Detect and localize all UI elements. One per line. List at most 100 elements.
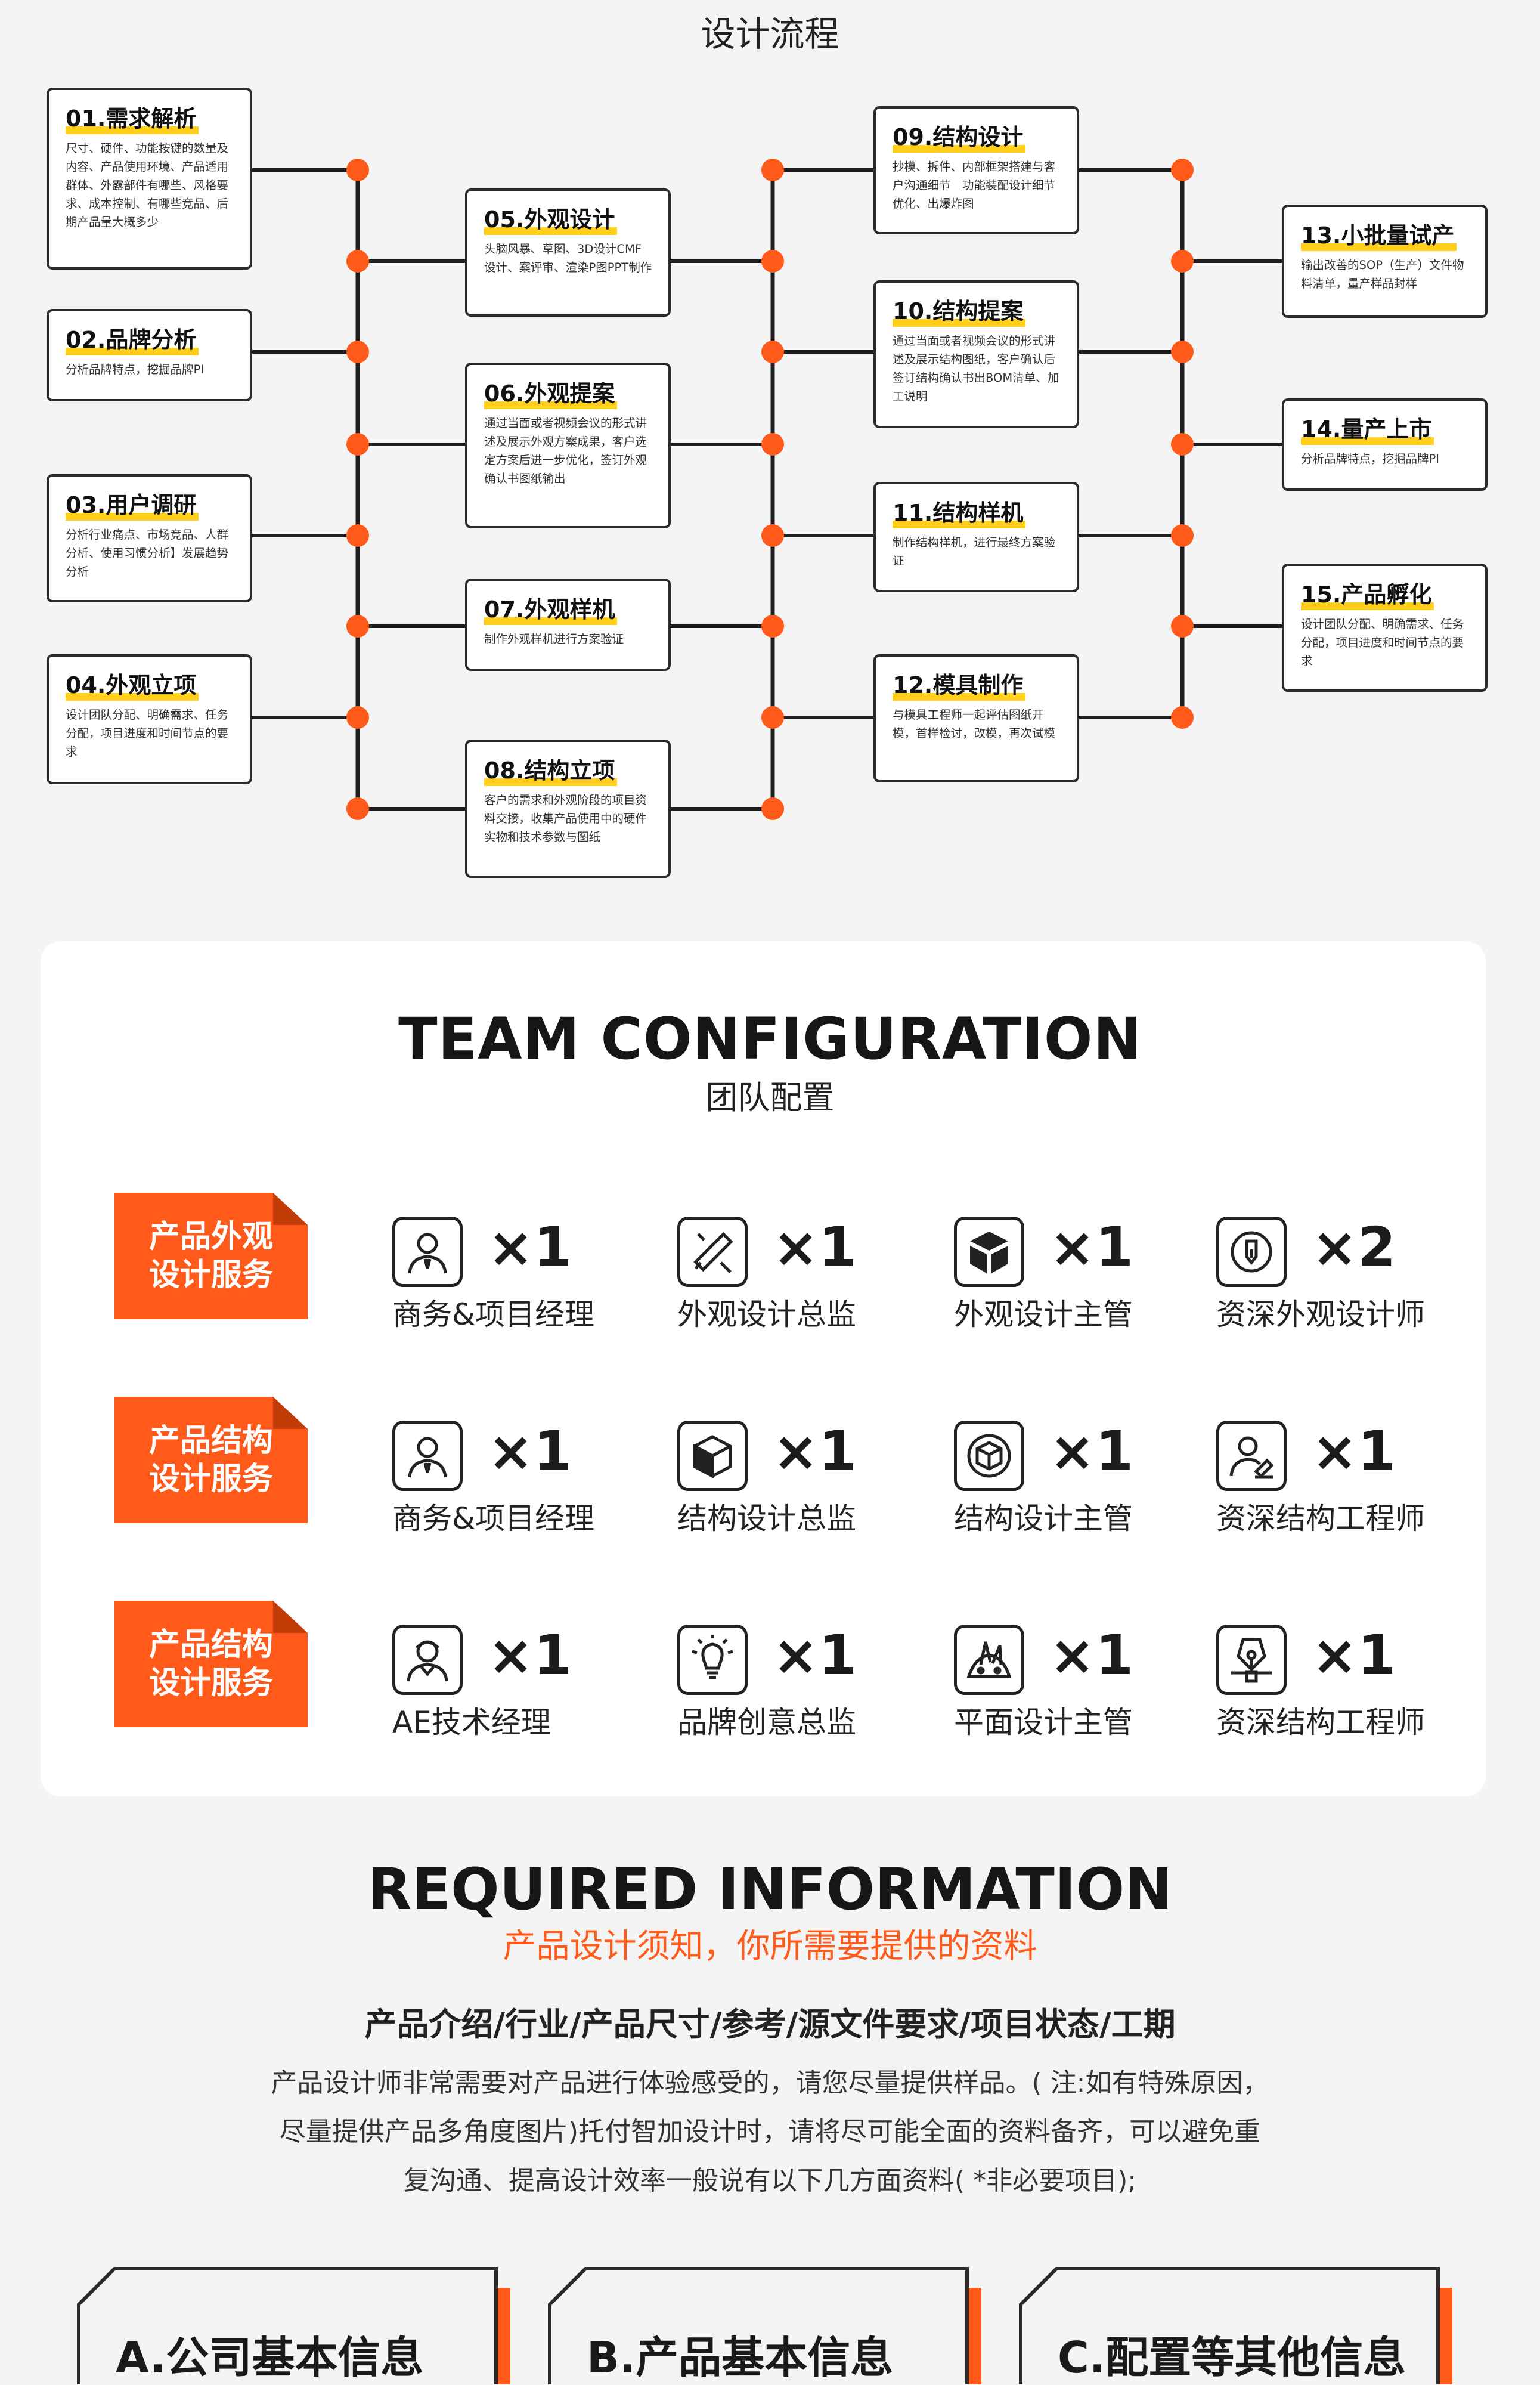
flow-step-desc: 分析行业痛点、市场竞品、人群分析、使用习惯分析】发展趋势分析 [66,528,229,579]
team-role: ×1 品牌创意总监 [677,1623,916,1744]
flow-step-card: 05.外观设计头脑风暴、草图、3D设计CMF设计、案评审、渲染P图PPT制作 [465,188,671,317]
flow-step-card: 08.结构立项客户的需求和外观阶段的项目资料交接，收集产品使用中的硬件实物和技术… [465,740,671,878]
flow-step-card: 09.结构设计抄模、拆件、内部框架搭建与客户沟通细节 功能装配设计细节优化、出爆… [873,106,1079,234]
role-count: ×1 [1312,1419,1396,1483]
info-tab-shape [548,2267,981,2384]
flow-step-desc: 设计团队分配、明确需求、任务分配，项目进度和时间节点的要求 [66,708,229,759]
info-tab-label: C.配置等其他信息 [1058,2333,1406,2383]
required-body-line: 尽量提供产品多角度图片)托付智加设计时，请将尽可能全面的资料备齐，可以避免重 [279,2117,1261,2147]
role-name: 结构设计总监 [677,1501,856,1536]
flow-node-dot [1171,615,1194,638]
flow-node-dot [346,250,369,273]
service-badge-label: 产品外观设计服务 [148,1219,273,1293]
flow-step-title: 14.量产上市 [1301,415,1434,445]
required-body-line: 产品设计师非常需要对产品进行体验感受的，请您尽量提供样品。( 注:如有特殊原因， [271,2068,1269,2098]
role-name: 外观设计主管 [954,1297,1133,1332]
flow-step-card: 03.用户调研分析行业痛点、市场竞品、人群分析、使用习惯分析】发展趋势分析 [47,474,252,602]
required-title-en: REQUIRED INFORMATION [367,1856,1173,1923]
info-category-tab[interactable]: C.配置等其他信息 [1018,2266,1454,2384]
flow-step-desc: 分析品牌特点，挖掘品牌PI [1301,452,1440,466]
flow-step-title: 03.用户调研 [66,491,199,521]
role-count: ×2 [1312,1215,1396,1279]
role-count: ×1 [773,1623,857,1687]
flow-node-dot [761,250,784,273]
info-tab-shape [1019,2267,1452,2384]
flow-step-title: 09.结构设计 [893,123,1026,153]
team-title-en: TEAM CONFIGURATION [398,1006,1142,1072]
palette-icon [954,1625,1024,1695]
flow-step-title: 06.外观提案 [484,379,618,409]
service-badge: 产品结构设计服务 [114,1397,308,1523]
flow-step-card: 06.外观提案通过当面或者视频会议的形式讲述及展示外观方案成果，客户选定方案后进… [465,363,671,528]
required-body-line: 复沟通、提高设计效率一般说有以下几方面资料( *非必要项目); [403,2166,1137,2196]
flow-step-card: 10.结构提案通过当面或者视频会议的形式讲述及展示结构图纸，客户确认后签订结构确… [873,280,1079,428]
pen-tool-icon [1216,1217,1287,1287]
flow-node-dot [1171,433,1194,456]
flow-step-desc: 通过当面或者视频会议的形式讲述及展示外观方案成果，客户选定方案后进一步优化，签订… [484,416,647,485]
info-category-tab[interactable]: B.产品基本信息 [547,2266,983,2384]
flow-node-dot [761,797,784,820]
info-tab-label: B.产品基本信息 [587,2333,894,2383]
flow-step-title: 10.结构提案 [893,297,1026,327]
flow-node-dot [761,706,784,729]
flow-step-card: 07.外观样机制作外观样机进行方案验证 [465,579,671,671]
info-tab-label: A.公司基本信息 [116,2333,424,2383]
team-role: ×1 平面设计主管 [954,1623,1192,1744]
flow-node-dot [761,615,784,638]
info-category-tab[interactable]: A.公司基本信息 [76,2266,512,2384]
role-name: 品牌创意总监 [677,1705,856,1740]
team-role: ×1 结构设计总监 [677,1419,916,1540]
flow-connector-lines [252,159,1282,820]
flow-node-dot [346,706,369,729]
flow-step-card: 02.品牌分析分析品牌特点，挖掘品牌PI [47,309,252,401]
lightbulb-icon [677,1625,748,1695]
required-items-line: 产品介绍/行业/产品尺寸/参考/源文件要求/项目状态/工期 [364,2006,1176,2043]
ruler-pencil-icon [677,1217,748,1287]
flow-step-title: 08.结构立项 [484,756,618,786]
team-title-cn: 团队配置 [705,1079,835,1116]
flow-node-dot [761,159,784,181]
flow-node-dot [761,433,784,456]
technician-icon [392,1625,463,1695]
flow-step-card: 13.小批量试产输出改善的SOP（生产）文件物料清单，量产样品封样 [1282,205,1488,318]
service-badge-label: 产品结构设计服务 [148,1423,273,1497]
role-count: ×1 [1049,1623,1134,1687]
flow-node-dot [346,159,369,181]
flow-step-title: 04.外观立项 [66,671,199,701]
manager-icon [392,1217,463,1287]
flow-step-desc: 与模具工程师一起评估图纸开模，首样检讨，改模，再次试模 [893,708,1056,740]
vector-pen-icon [1216,1625,1287,1695]
flow-node-dot [1171,341,1194,363]
flow-step-card: 04.外观立项设计团队分配、明确需求、任务分配，项目进度和时间节点的要求 [47,654,252,784]
flow-step-desc: 输出改善的SOP（生产）文件物料清单，量产样品封样 [1301,258,1464,290]
flow-step-title: 02.品牌分析 [66,326,199,355]
role-count: ×1 [773,1419,857,1483]
flow-step-desc: 通过当面或者视频会议的形式讲述及展示结构图纸，客户确认后签订结构确认书出BOM清… [893,334,1059,403]
cube-frame-icon [954,1421,1024,1491]
role-name: 平面设计主管 [954,1705,1133,1740]
required-title-cn: 产品设计须知，你所需要提供的资料 [503,1927,1037,1966]
role-name: 外观设计总监 [677,1297,856,1332]
role-name: 资深结构工程师 [1216,1705,1425,1740]
role-name: 资深结构工程师 [1216,1501,1425,1536]
role-name: 结构设计主管 [954,1501,1133,1536]
role-count: ×1 [488,1419,572,1483]
flow-node-dot [346,524,369,547]
role-count: ×1 [488,1623,572,1687]
service-badge-shape [114,1601,308,1727]
flow-node-dot [1171,250,1194,273]
role-count: ×1 [1049,1215,1134,1279]
flow-step-title: 07.外观样机 [484,595,618,625]
team-role: ×1 外观设计主管 [954,1215,1192,1336]
role-name: AE技术经理 [392,1705,551,1740]
flow-node-dot [1171,524,1194,547]
flow-step-desc: 头脑风暴、草图、3D设计CMF设计、案评审、渲染P图PPT制作 [484,242,652,274]
service-badge: 产品结构设计服务 [114,1601,308,1727]
flow-step-desc: 客户的需求和外观阶段的项目资料交接，收集产品使用中的硬件实物和技术参数与图纸 [484,793,647,844]
role-count: ×1 [1312,1623,1396,1687]
flow-node-dot [346,615,369,638]
flow-node-dot [346,433,369,456]
flow-step-title: 12.模具制作 [893,671,1026,701]
